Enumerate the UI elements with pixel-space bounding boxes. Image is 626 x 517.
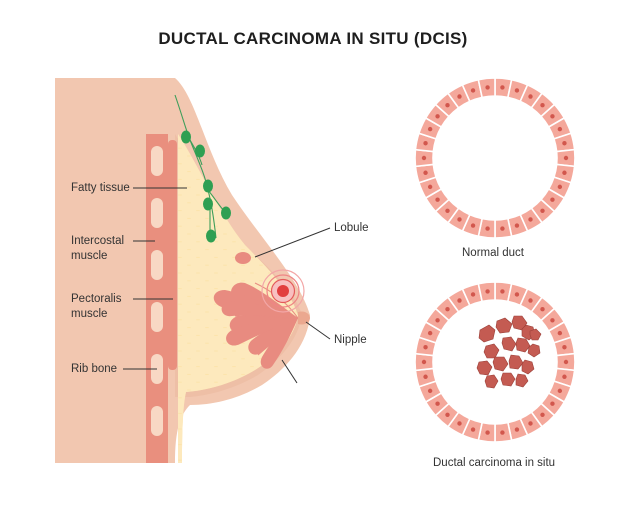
cell-nucleus xyxy=(485,289,490,294)
cell-nucleus xyxy=(528,298,533,303)
cell-nucleus xyxy=(457,94,462,99)
cell-nucleus xyxy=(485,430,490,435)
cell-nucleus xyxy=(445,307,450,312)
dcis-duct xyxy=(414,281,576,443)
cell-nucleus xyxy=(514,427,520,432)
cell-nucleus xyxy=(470,292,476,297)
cell-nucleus xyxy=(427,330,433,336)
cell-nucleus xyxy=(500,85,505,90)
cancer-cells xyxy=(476,315,542,389)
cell-nucleus xyxy=(421,359,427,365)
cell-nucleus xyxy=(485,226,490,231)
cell-nucleus xyxy=(557,330,563,336)
cell-nucleus xyxy=(557,184,563,190)
cell-nucleus xyxy=(435,318,440,323)
cell-nucleus xyxy=(435,114,440,119)
cell-nucleus xyxy=(562,345,567,350)
label-fatty-tissue: Fatty tissue xyxy=(71,182,130,194)
cell-nucleus xyxy=(435,197,440,202)
cell-nucleus xyxy=(427,126,433,132)
cell-nucleus xyxy=(540,412,545,417)
nipple xyxy=(298,311,310,325)
cell-nucleus xyxy=(423,345,428,350)
cell-nucleus xyxy=(500,289,505,294)
cell-nucleus xyxy=(563,359,569,365)
cell-nucleus xyxy=(550,401,555,406)
cell-nucleus xyxy=(445,412,450,417)
cell-nucleus xyxy=(427,184,433,190)
cell-nucleus xyxy=(562,374,567,379)
lymph-node-icon xyxy=(181,130,231,243)
cell-nucleus xyxy=(540,307,545,312)
cell-nucleus xyxy=(445,103,450,108)
cell-nucleus xyxy=(528,94,533,99)
cell-nucleus xyxy=(457,298,462,303)
cell-nucleus xyxy=(550,318,555,323)
cell-nucleus xyxy=(485,85,490,90)
cell-nucleus xyxy=(528,217,533,222)
cell-nucleus xyxy=(427,388,433,394)
cell-nucleus xyxy=(470,88,476,93)
cell-nucleus xyxy=(500,226,505,231)
cell-nucleus xyxy=(557,388,563,394)
label-intercostal-muscle: Intercostal muscle xyxy=(71,235,125,262)
cell-nucleus xyxy=(457,421,462,426)
cell-nucleus xyxy=(540,208,545,213)
tumor-target-icon xyxy=(261,269,305,313)
cell-nucleus xyxy=(470,427,476,432)
cell-nucleus xyxy=(514,292,520,297)
cell-nucleus xyxy=(445,208,450,213)
caption-normal-duct: Normal duct xyxy=(462,247,524,259)
cell-nucleus xyxy=(423,141,428,146)
cell-nucleus xyxy=(528,421,533,426)
cell-nucleus xyxy=(514,88,520,93)
cell-nucleus xyxy=(550,197,555,202)
cell-nucleus xyxy=(500,430,505,435)
pectoralis-muscle xyxy=(168,140,177,370)
label-nipple: Nipple xyxy=(334,334,367,346)
cell-nucleus xyxy=(563,155,569,161)
cell-nucleus xyxy=(562,170,567,175)
cell-nucleus xyxy=(550,114,555,119)
normal-duct xyxy=(414,77,576,239)
cell-nucleus xyxy=(514,223,520,228)
page-title: DUCTAL CARCINOMA IN SITU (DCIS) xyxy=(158,29,468,48)
cell-nucleus xyxy=(435,401,440,406)
label-rib-bone: Rib bone xyxy=(71,363,118,375)
label-pectoralis-muscle: Pectoralis muscle xyxy=(71,293,122,320)
cell-nucleus xyxy=(562,141,567,146)
caption-dcis: Ductal carcinoma in situ xyxy=(433,457,556,469)
leader-lines xyxy=(123,187,331,384)
cell-nucleus xyxy=(557,126,563,132)
cell-nucleus xyxy=(421,155,427,161)
cell-nucleus xyxy=(540,103,545,108)
cell-nucleus xyxy=(423,374,428,379)
cell-nucleus xyxy=(470,223,476,228)
label-lobule: Lobule xyxy=(334,222,369,234)
cell-nucleus xyxy=(423,170,428,175)
cell-nucleus xyxy=(457,217,462,222)
